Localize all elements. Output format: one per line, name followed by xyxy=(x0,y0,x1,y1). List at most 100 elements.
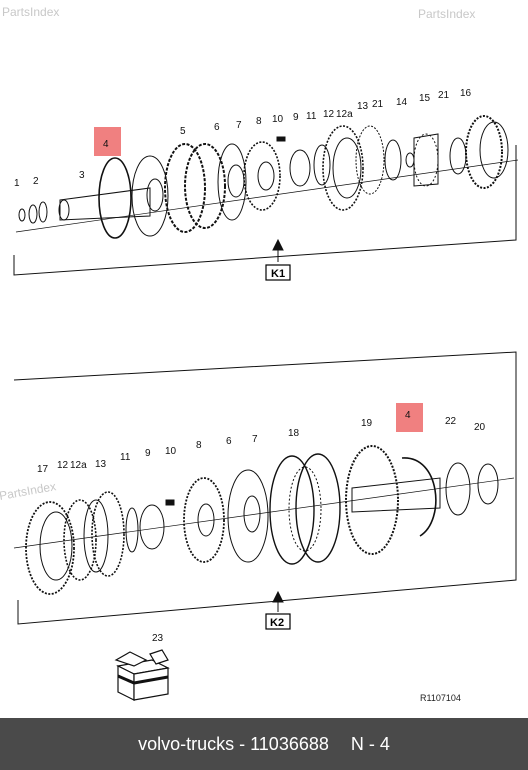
k1-part-2a xyxy=(28,204,38,224)
k2-part-19 xyxy=(345,445,399,555)
k1-group-box xyxy=(265,264,291,281)
k2-label-10: 10 xyxy=(165,446,177,457)
k1-label-15: 15 xyxy=(419,93,431,104)
k2-label-13: 13 xyxy=(95,459,107,470)
k2-axis xyxy=(13,477,515,549)
k2-part-9 xyxy=(139,504,165,550)
k2-part-13 xyxy=(91,491,125,577)
k2-highlight-4 xyxy=(396,403,423,432)
k1-label-13: 13 xyxy=(357,101,369,112)
k1-part-5-gear-back xyxy=(184,143,226,229)
k2-part-12a xyxy=(83,499,109,573)
k1-part-8 xyxy=(243,141,281,211)
watermark-top-left: PartsIndex xyxy=(2,5,59,19)
k1-label-2: 2 xyxy=(33,176,39,187)
k1-part-6 xyxy=(217,143,247,221)
k2-part-6 xyxy=(227,469,269,563)
k2-part-19-shaft xyxy=(351,477,441,513)
k1-part-11 xyxy=(313,144,331,186)
k1-frame xyxy=(13,145,517,276)
k2-part-18-back xyxy=(295,453,341,563)
k2-label-11: 11 xyxy=(120,452,131,463)
k1-label-14: 14 xyxy=(396,97,408,108)
k2-label-12a: 12a xyxy=(70,460,87,471)
k1-label-11: 11 xyxy=(306,111,317,122)
k1-part-16 xyxy=(465,115,503,189)
k1-label-12: 12 xyxy=(323,109,335,120)
k1-part-12 xyxy=(322,125,364,211)
k1-label-3: 3 xyxy=(79,170,85,181)
k1-part-5-disc xyxy=(131,155,169,237)
k2-part-10 xyxy=(165,499,175,506)
k1-part-2b xyxy=(38,201,48,223)
kit-box-flap-left xyxy=(114,651,148,667)
k1-part-3-spline xyxy=(58,199,70,221)
watermark-top-right: PartsIndex xyxy=(418,7,475,21)
k2-labels: 17 12 12a 13 11 9 10 8 6 7 18 19 4 22 20… xyxy=(37,403,486,630)
k2-label-19: 19 xyxy=(361,418,373,429)
k2-frame xyxy=(13,351,517,625)
k1-label-4: 4 xyxy=(103,139,109,150)
k2-label-7: 7 xyxy=(252,434,258,445)
footer-part-number: 11036688 xyxy=(250,733,329,754)
k1-part-12a xyxy=(332,137,362,199)
k1-label-21b: 21 xyxy=(438,90,450,101)
k2-part-12 xyxy=(63,499,97,581)
k1-label-5: 5 xyxy=(180,126,186,137)
k2-label-6: 6 xyxy=(226,436,232,447)
kit-box-band xyxy=(133,675,169,685)
kit-label-23: 23 xyxy=(152,633,164,644)
k2-label-17: 17 xyxy=(37,464,49,475)
k2-arrow-head xyxy=(272,590,284,603)
k1-part-21b xyxy=(449,137,467,175)
k2-part-7 xyxy=(243,495,261,533)
k1-part-3-shaft xyxy=(59,187,151,221)
k1-arrow-head xyxy=(272,238,284,251)
kit-box-right xyxy=(133,667,169,701)
footer-bar: volvo-trucks - 11036688 N - 4 xyxy=(0,718,528,770)
k1-part-15-bearing xyxy=(413,133,439,187)
k2-label-18: 18 xyxy=(288,428,300,439)
k1-group-label: K1 xyxy=(271,268,285,280)
k2-part-22 xyxy=(445,462,471,516)
group-k2 xyxy=(13,351,517,625)
k2-part-4-ring xyxy=(401,457,437,537)
k2-label-9: 9 xyxy=(145,448,151,459)
kit-box-flap-right xyxy=(149,649,169,665)
k2-label-20: 20 xyxy=(474,422,486,433)
k2-label-22: 22 xyxy=(445,416,457,427)
k1-labels: 1 2 3 4 5 6 7 8 10 9 11 12 12a 13 21 14 … xyxy=(14,88,472,281)
k1-part-8-hub xyxy=(257,161,275,191)
k1-part-13 xyxy=(355,125,385,195)
k1-label-21: 21 xyxy=(372,99,384,110)
footer-position: N - 4 xyxy=(350,733,390,754)
k1-part-1 xyxy=(18,208,26,222)
k1-label-10: 10 xyxy=(272,114,284,125)
k1-part-5-hub xyxy=(146,178,164,212)
k1-part-9 xyxy=(289,149,311,187)
k2-group-box xyxy=(265,613,291,630)
footer-part-text: volvo-trucks - 11036688 xyxy=(138,733,329,754)
footer-brand: volvo-trucks xyxy=(138,733,235,754)
k1-part-10 xyxy=(276,136,286,142)
k1-label-6: 6 xyxy=(214,122,220,133)
k2-label-12: 12 xyxy=(57,460,69,471)
k2-part-20 xyxy=(477,463,499,505)
k2-part-18-front xyxy=(269,455,315,565)
k2-part-11 xyxy=(125,507,139,553)
k1-label-7: 7 xyxy=(236,120,242,131)
k2-part-8-hub xyxy=(197,503,215,537)
k1-label-16: 16 xyxy=(460,88,472,99)
group-k1 xyxy=(13,115,519,276)
k1-part-14 xyxy=(405,152,415,168)
k1-label-9: 9 xyxy=(293,112,299,123)
k2-part-18-teeth xyxy=(288,466,322,552)
k2-part-17 xyxy=(25,501,75,595)
k2-label-4: 4 xyxy=(405,410,411,421)
watermark-middle-left: PartsIndex xyxy=(0,479,57,503)
k1-part-16-inner xyxy=(479,121,509,179)
k1-part-21 xyxy=(384,139,402,181)
k1-label-8: 8 xyxy=(256,116,262,127)
k1-label-12a: 12a xyxy=(336,109,353,120)
k2-label-8: 8 xyxy=(196,440,202,451)
